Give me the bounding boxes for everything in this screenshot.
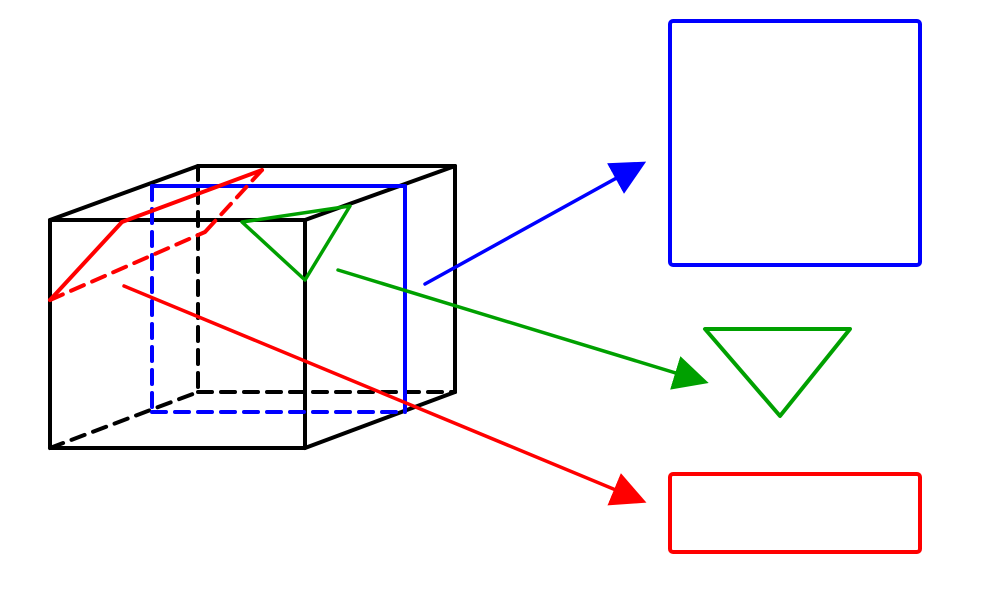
diagonal-plane-hidden-bottom-edge — [48, 230, 207, 302]
cube-hidden-edge-bottom-depth — [48, 390, 200, 450]
cube-edge-bottom-right-depth — [303, 390, 457, 450]
section-triangle-shape — [703, 327, 852, 418]
section-triangle-in-cube — [240, 204, 352, 282]
triangle-plane-outline — [240, 204, 352, 282]
section-diagonal-in-cube — [48, 168, 264, 302]
diagonal-plane-back-edge — [203, 168, 264, 234]
cube-edge-top-left-depth — [48, 164, 200, 222]
section-rectangle-shape — [668, 472, 922, 554]
cube-front-face — [48, 218, 307, 450]
projection-arrows — [122, 161, 709, 506]
arrow-to-square — [423, 161, 647, 286]
diagonal-plane-front-left-edge — [48, 220, 124, 302]
arrow-to-triangle — [336, 268, 709, 390]
resulting-sections — [668, 19, 922, 554]
section-square-shape — [668, 19, 922, 267]
diagonal-plane-top-edge — [120, 168, 264, 224]
arrow-to-rectangle — [122, 284, 647, 506]
section-vertical-in-cube — [150, 184, 407, 414]
cube-edge-top-right-depth — [303, 164, 457, 222]
cube — [48, 164, 457, 450]
